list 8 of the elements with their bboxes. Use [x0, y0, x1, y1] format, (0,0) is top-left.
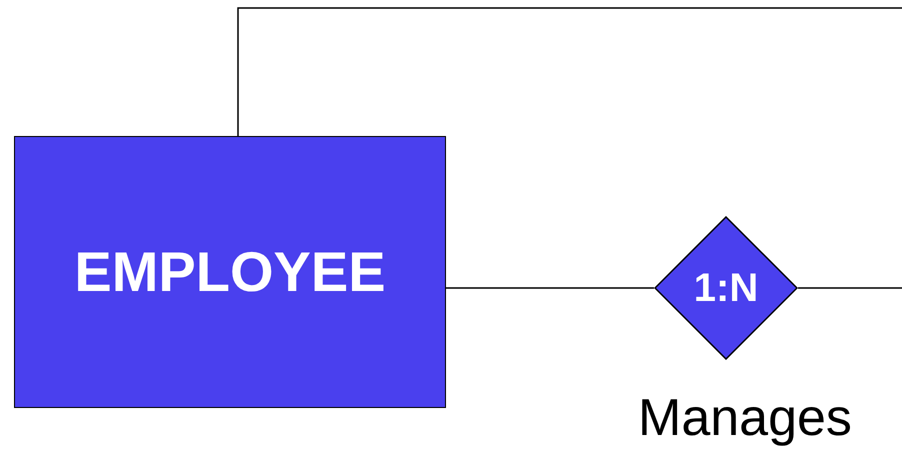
relationship-name: Manages	[638, 392, 852, 444]
connector-line	[237, 7, 902, 136]
connector-line	[446, 287, 654, 289]
cardinality-label: 1:N	[694, 268, 758, 308]
relationship-diamond	[654, 216, 798, 360]
entity-box	[14, 136, 446, 408]
connector-line	[798, 287, 902, 289]
entity-name: EMPLOYEE	[74, 244, 386, 300]
